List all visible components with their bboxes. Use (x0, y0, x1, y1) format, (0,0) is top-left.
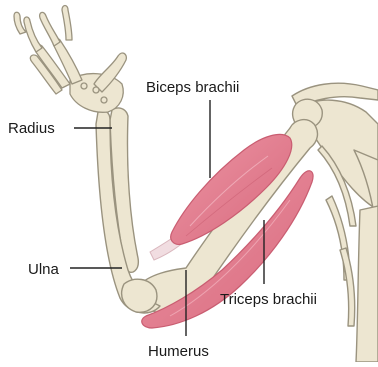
humerus-label: Humerus (148, 343, 209, 360)
hand-bones (14, 6, 126, 113)
biceps-label: Biceps brachii (146, 79, 239, 96)
ulna-label: Ulna (28, 261, 60, 278)
triceps-label: Triceps brachii (220, 291, 317, 308)
radius-label: Radius (8, 120, 55, 137)
